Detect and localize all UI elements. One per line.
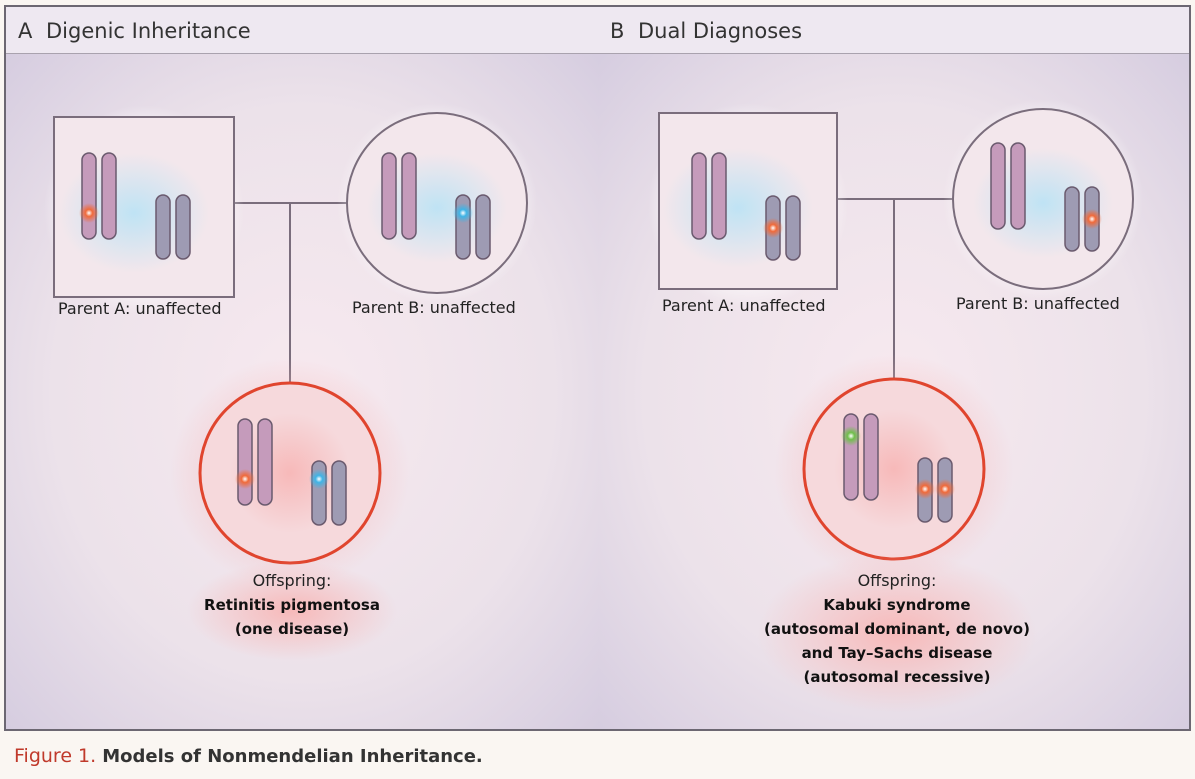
parent-b-label: Parent B: unaffected	[956, 294, 1120, 313]
figure-caption: Figure 1. Models of Nonmendelian Inherit…	[14, 745, 483, 767]
offspring-diagnosis-line: Kabuki syndrome	[823, 596, 971, 614]
panel-header: A Digenic Inheritance	[6, 7, 598, 54]
chromosome	[237, 418, 253, 506]
chromosome	[863, 413, 879, 501]
chromosome	[711, 152, 727, 240]
chromosome	[990, 142, 1006, 230]
offspring-diagnosis-line: and Tay–Sachs disease	[801, 644, 993, 662]
chromosome	[155, 194, 171, 260]
dual-diagnoses-pedigree-diagram	[598, 53, 1189, 729]
panel-letter: A	[18, 19, 33, 43]
chromosome	[381, 152, 397, 240]
parent-b-circle	[337, 103, 537, 303]
mutation-dot	[763, 218, 783, 238]
chromosome	[331, 460, 347, 526]
offspring-circle	[774, 354, 1014, 584]
panel-dual-diagnoses: B Dual Diagnoses	[596, 5, 1191, 731]
offspring-label: Offspring: Retinitis pigmentosa (one dis…	[182, 569, 402, 641]
chromosome	[1064, 186, 1080, 252]
parent-a-square	[648, 103, 848, 308]
parent-a-square	[44, 105, 244, 315]
chromosome	[475, 194, 491, 260]
mutation-dot	[1082, 209, 1102, 229]
mutation-dot	[935, 479, 955, 499]
parent-a-label: Parent A: unaffected	[662, 296, 826, 315]
panel-title: Digenic Inheritance	[46, 19, 251, 43]
chromosome	[81, 152, 97, 240]
chromosome	[1010, 142, 1026, 230]
offspring-diagnosis-line: (autosomal recessive)	[803, 668, 991, 686]
mutation-dot	[841, 426, 861, 446]
offspring-diagnosis-line: Retinitis pigmentosa	[204, 596, 380, 614]
offspring-diagnosis-line: (autosomal dominant, de novo)	[764, 620, 1030, 638]
chromosome	[257, 418, 273, 506]
chromosome	[175, 194, 191, 260]
offspring-heading: Offspring:	[857, 571, 937, 590]
offspring-label: Offspring: Kabuki syndrome (autosomal do…	[742, 569, 1052, 689]
offspring-circle	[170, 358, 410, 588]
panel-digenic-inheritance: A Digenic Inheritance	[4, 5, 600, 731]
mutation-dot	[79, 203, 99, 223]
parent-b-circle	[943, 99, 1143, 299]
chromosome	[101, 152, 117, 240]
digenic-pedigree-diagram	[6, 53, 598, 729]
parent-a-label: Parent A: unaffected	[58, 299, 222, 318]
mutation-dot	[453, 203, 473, 223]
offspring-heading: Offspring:	[252, 571, 332, 590]
panel-letter: B	[610, 19, 625, 43]
mutation-dot	[915, 479, 935, 499]
panel-header: B Dual Diagnoses	[598, 7, 1189, 54]
chromosome	[401, 152, 417, 240]
parent-b-label: Parent B: unaffected	[352, 298, 516, 317]
caption-text: Models of Nonmendelian Inheritance.	[102, 746, 483, 767]
chromosome	[785, 195, 801, 261]
mutation-dot	[309, 469, 329, 489]
panel-title: Dual Diagnoses	[638, 19, 803, 43]
mutation-dot	[235, 469, 255, 489]
caption-label: Figure 1.	[14, 745, 97, 767]
offspring-diagnosis-line: (one disease)	[234, 620, 350, 638]
chromosome	[691, 152, 707, 240]
